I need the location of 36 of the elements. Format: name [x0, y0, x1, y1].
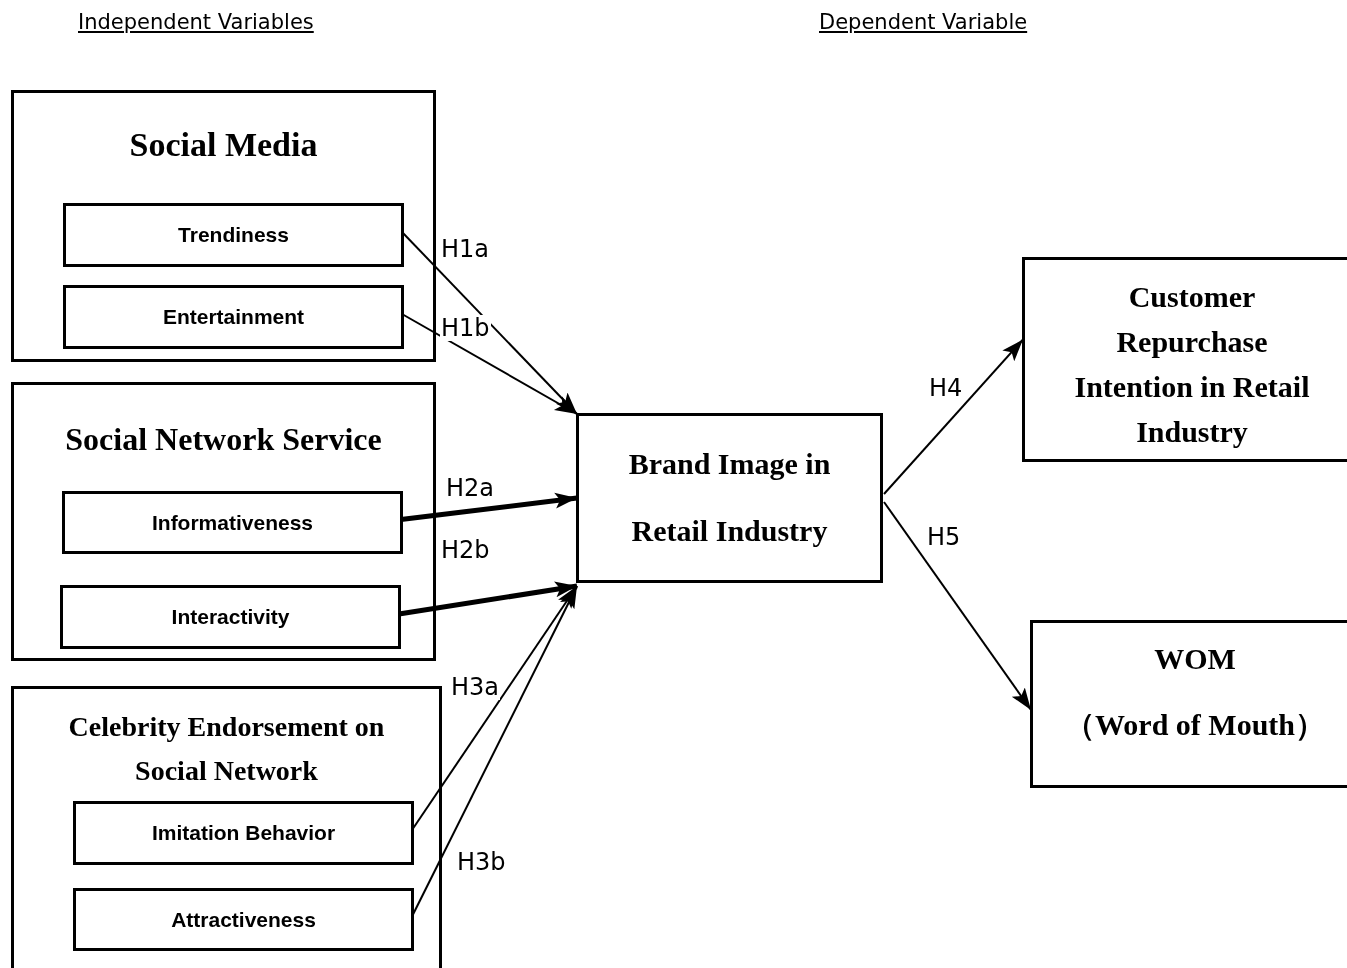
column-heading: Dependent Variable: [819, 10, 1028, 34]
variable-box: [63, 203, 404, 267]
edge-label: H1b: [440, 315, 491, 341]
variable-label: Interactivity: [170, 604, 291, 630]
arrow: [401, 313, 578, 415]
variable-box: [60, 585, 401, 649]
construct-box: [576, 413, 883, 583]
construct-label: Customer Repurchase Intention in Retail Industry: [1073, 279, 1311, 450]
group-title: Social Media: [128, 125, 319, 165]
variable-box: [73, 888, 414, 951]
variable-label: Trendiness: [177, 222, 290, 248]
column-heading: Independent Variables: [78, 10, 314, 34]
variable-label: Attractiveness: [170, 906, 317, 933]
arrow: [398, 581, 578, 617]
arrow: [401, 231, 578, 415]
edge-label: H3a: [450, 674, 501, 700]
construct-label: （Word of Mouth）: [1064, 707, 1326, 743]
variable-label: Imitation Behavior: [150, 820, 337, 846]
construct-label: WOM: [1153, 641, 1237, 677]
arrow: [883, 501, 1032, 711]
arrow: [411, 585, 578, 831]
group-title: Celebrity Endorsement on Social Network: [67, 710, 386, 788]
construct-box: [1022, 257, 1347, 462]
variable-label: Entertainment: [161, 304, 306, 330]
group-box: [11, 382, 436, 661]
construct-box: [1030, 620, 1347, 788]
variable-box: [62, 491, 403, 554]
group-box: [11, 686, 442, 968]
group-title: Social Network Service: [64, 420, 383, 459]
variable-label: Informativeness: [150, 509, 315, 536]
arrow: [400, 492, 578, 522]
arrow: [883, 338, 1024, 495]
variable-box: [63, 285, 404, 349]
group-box: [11, 90, 436, 362]
variable-box: [73, 801, 414, 865]
construct-label: Brand Image in Retail Industry: [627, 446, 832, 549]
